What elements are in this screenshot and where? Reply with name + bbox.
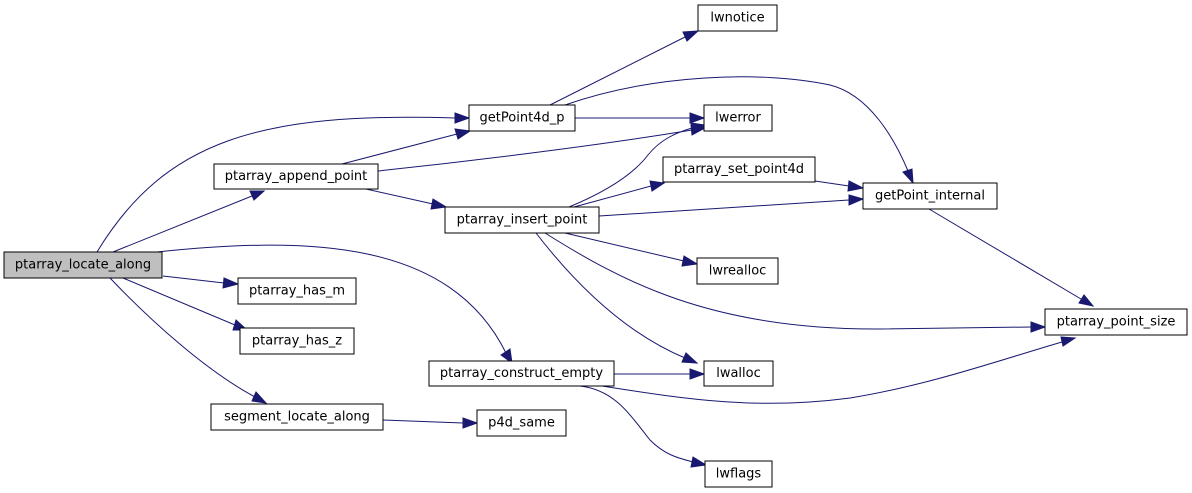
svg-text:lwnotice: lwnotice <box>710 11 764 26</box>
node-getPoint4d_p[interactable]: getPoint4d_p <box>468 104 576 132</box>
edge-ptarray_locate_along-segment_locate_along <box>109 277 268 404</box>
node-ptarray_construct_empty[interactable]: ptarray_construct_empty <box>428 360 615 387</box>
node-ptarray_locate_along[interactable]: ptarray_locate_along <box>3 251 163 279</box>
edge-ptarray_insert_point-ptarray_point_size <box>544 232 1047 333</box>
edge-ptarray_locate_along-ptarray_has_m <box>162 275 240 289</box>
node-lwerror[interactable]: lwerror <box>703 104 773 132</box>
node-ptarray_point_size[interactable]: ptarray_point_size <box>1044 308 1188 336</box>
svg-text:getPoint4d_p: getPoint4d_p <box>480 111 565 126</box>
node-lwflags[interactable]: lwflags <box>704 460 773 488</box>
edge-ptarray_append_point-lwerror <box>377 124 707 172</box>
node-getPoint_internal[interactable]: getPoint_internal <box>862 182 998 210</box>
node-ptarray_append_point[interactable]: ptarray_append_point <box>213 163 379 190</box>
node-ptarray_has_z[interactable]: ptarray_has_z <box>239 327 355 355</box>
svg-text:lwrealloc: lwrealloc <box>709 264 767 279</box>
edge-getPoint4d_p-getPoint_internal <box>564 76 914 185</box>
edge-ptarray_insert_point-getPoint_internal <box>598 194 865 217</box>
svg-text:p4d_same: p4d_same <box>488 416 555 431</box>
edge-getPoint4d_p-lwerror <box>575 112 706 124</box>
edge-ptarray_set_point4d-getPoint_internal <box>814 180 865 192</box>
edge-ptarray_insert_point-ptarray_set_point4d <box>573 180 666 208</box>
node-ptarray_set_point4d[interactable]: ptarray_set_point4d <box>662 156 816 183</box>
edge-ptarray_locate_along-ptarray_append_point <box>112 190 266 253</box>
svg-text:ptarray_set_point4d: ptarray_set_point4d <box>674 162 804 177</box>
edge-ptarray_insert_point-lwrealloc <box>564 232 699 267</box>
edge-ptarray_insert_point-lwalloc <box>535 232 699 364</box>
edge-ptarray_append_point-ptarray_insert_point <box>365 188 448 210</box>
svg-text:segment_locate_along: segment_locate_along <box>224 410 370 425</box>
edge-ptarray_insert_point-lwerror <box>568 122 707 208</box>
edge-getPoint_internal-ptarray_point_size <box>928 208 1095 307</box>
svg-text:ptarray_point_size: ptarray_point_size <box>1057 315 1176 330</box>
node-ptarray_insert_point[interactable]: ptarray_insert_point <box>444 206 600 234</box>
edge-ptarray_locate_along-ptarray_construct_empty <box>156 244 513 365</box>
svg-text:ptarray_insert_point: ptarray_insert_point <box>457 213 588 228</box>
svg-text:getPoint_internal: getPoint_internal <box>875 189 985 204</box>
edge-ptarray_construct_empty-lwflags <box>579 385 708 468</box>
node-lwnotice[interactable]: lwnotice <box>697 4 778 32</box>
svg-text:ptarray_has_z: ptarray_has_z <box>252 334 342 349</box>
node-p4d_same[interactable]: p4d_same <box>476 409 567 437</box>
edge-getPoint4d_p-lwnotice <box>549 30 700 106</box>
node-lwalloc[interactable]: lwalloc <box>703 360 774 387</box>
svg-text:ptarray_append_point: ptarray_append_point <box>225 169 368 184</box>
svg-text:lwerror: lwerror <box>715 111 761 126</box>
node-segment_locate_along[interactable]: segment_locate_along <box>210 403 384 431</box>
svg-text:lwalloc: lwalloc <box>716 366 761 381</box>
svg-text:ptarray_locate_along: ptarray_locate_along <box>15 258 151 273</box>
edge-ptarray_construct_empty-ptarray_point_size <box>601 336 1077 404</box>
svg-text:lwflags: lwflags <box>716 467 762 482</box>
node-lwrealloc[interactable]: lwrealloc <box>696 257 779 285</box>
edge-ptarray_locate_along-getPoint4d_p <box>96 112 471 253</box>
node-ptarray_has_m[interactable]: ptarray_has_m <box>237 277 357 305</box>
edge-segment_locate_along-p4d_same <box>382 417 479 429</box>
edge-ptarray_append_point-getPoint4d_p <box>341 128 472 165</box>
svg-text:ptarray_construct_empty: ptarray_construct_empty <box>440 366 603 381</box>
svg-text:ptarray_has_m: ptarray_has_m <box>249 284 345 299</box>
edge-ptarray_construct_empty-lwalloc <box>614 368 706 380</box>
